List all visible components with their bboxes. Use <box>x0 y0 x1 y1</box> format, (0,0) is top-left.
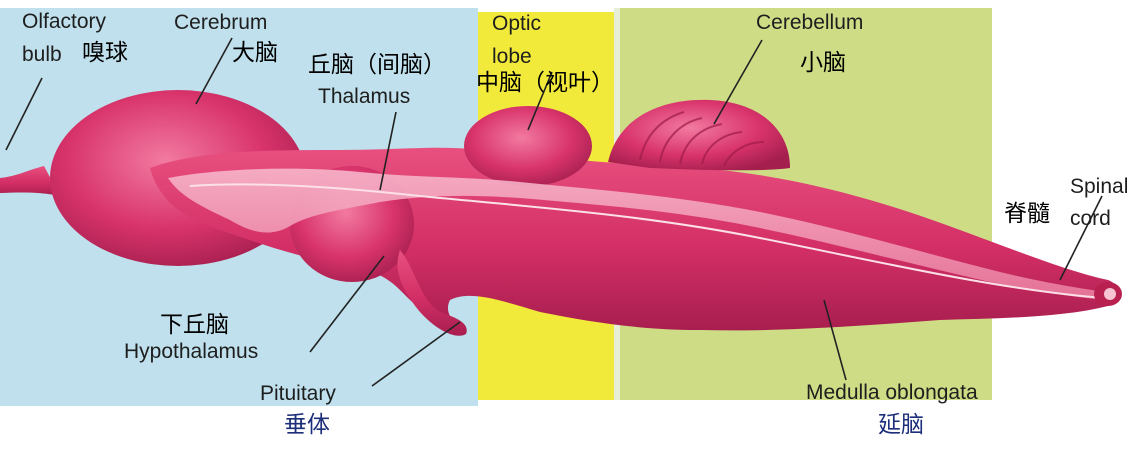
thalamus-label-en: Thalamus <box>318 85 411 108</box>
thalamus-leader <box>379 111 397 191</box>
pituitary-label-zh: 垂体 <box>284 412 330 438</box>
cerebellum-folds <box>639 111 765 167</box>
optic-lobe-label-line2: lobe <box>492 45 532 68</box>
spinal-cord-canal <box>1104 288 1116 300</box>
pituitary-shape <box>397 250 467 336</box>
olfactory-label-line2: bulb <box>22 43 62 66</box>
cerebellum-label-en: Cerebellum <box>756 11 864 34</box>
optic-lobe-shape <box>464 106 592 186</box>
optic-lobe-label-line1: Optic <box>492 12 542 35</box>
olfactory-bulb-shape <box>0 166 60 196</box>
thalamus-label-zh: 丘脑（间脑） <box>308 52 446 78</box>
leader-lines <box>5 37 1103 387</box>
cerebrum-leader <box>195 37 233 105</box>
cerebrum-label-zh: 大脑 <box>232 40 278 66</box>
medulla-label-en: Medulla oblongata <box>806 381 978 404</box>
spinal-cord-leader <box>1059 195 1103 281</box>
ventricle-line <box>189 183 1105 299</box>
medulla-leader <box>823 299 847 381</box>
hypothalamus-leader <box>309 255 385 353</box>
olfactory-label-line1: Olfactory <box>22 10 107 33</box>
optic-lobe-leader <box>527 71 553 131</box>
hypothalamus-label-en: Hypothalamus <box>124 340 259 363</box>
medulla-label-zh: 延脑 <box>878 412 924 438</box>
optic-lobe-label-zh: 中脑（视叶） <box>476 70 614 96</box>
cerebellum-leader <box>713 39 763 125</box>
spinal-cord-label-line1: Spinal <box>1070 175 1129 198</box>
hypothalamus-label-zh: 下丘脑 <box>160 312 229 338</box>
spinal-cord-label-line2: cord <box>1070 207 1111 230</box>
cerebellum-label-zh: 小脑 <box>800 50 846 76</box>
pituitary-leader <box>371 321 461 387</box>
ventricle-band <box>168 168 1108 300</box>
olfactory-leader <box>5 77 43 151</box>
spinal-cord-label-zh: 脊髓 <box>1004 201 1050 227</box>
olfactory-label-zh: 嗅球 <box>82 40 128 66</box>
cerebellum-shape <box>608 99 790 171</box>
pituitary-label-en: Pituitary <box>260 382 336 405</box>
cerebrum-label-en: Cerebrum <box>174 11 268 34</box>
